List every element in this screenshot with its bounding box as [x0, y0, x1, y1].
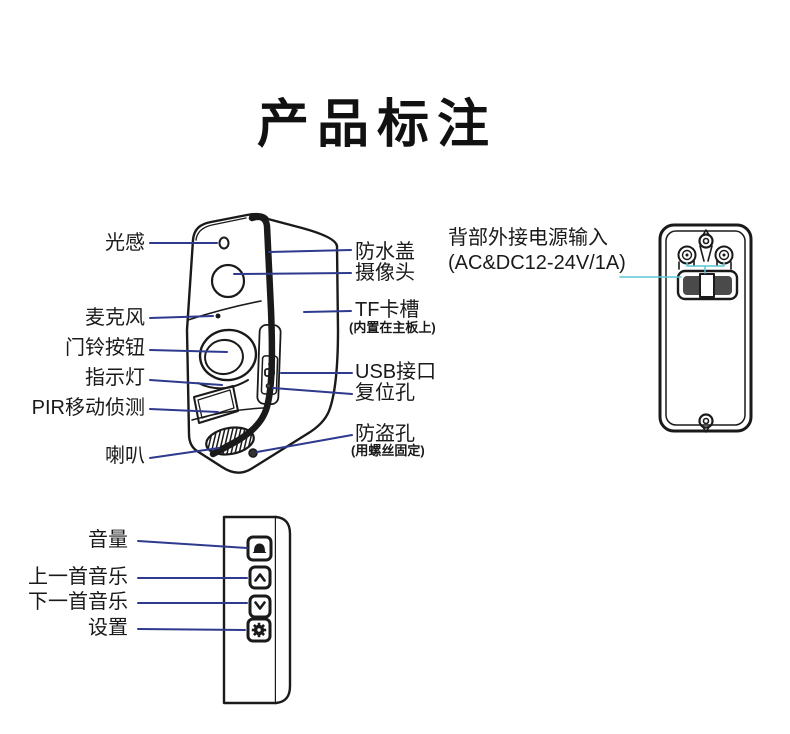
waterproof-cover-leader-line	[268, 249, 352, 253]
bell-icon	[252, 543, 267, 553]
terminal-bracket-lines	[678, 245, 732, 270]
top-screw-notch	[702, 229, 710, 236]
front-view-drawing	[185, 212, 340, 474]
label-next-music: 下一首音乐	[28, 591, 128, 613]
label-reset-hole: 复位孔	[355, 382, 415, 404]
label-light-sensor: 光感	[105, 232, 145, 254]
label-previous-music: 上一首音乐	[28, 566, 128, 588]
label-usb-port: USB接口	[355, 361, 437, 383]
power-connector-key	[699, 273, 715, 298]
terminal-cyan-bracket	[686, 262, 725, 274]
gear-icon	[251, 622, 267, 638]
label-anti-theft-hole: 防盗孔	[355, 423, 415, 445]
side-view-drawing	[222, 515, 292, 705]
front-face-inner-edge	[195, 217, 247, 241]
doorbell-button-leader-line	[149, 349, 228, 353]
top-screw-hole-center	[702, 237, 710, 245]
top-screw-hole	[698, 233, 714, 249]
leader-lines	[137, 242, 682, 631]
label-doorbell-button: 门铃按钮	[65, 337, 145, 359]
settings-leader-line	[137, 628, 246, 631]
previous-button-drawing	[248, 565, 272, 590]
label-tf-card-slot: TF卡槽	[355, 299, 420, 321]
back-plate-inner	[665, 230, 746, 426]
down-arrow-icon	[254, 601, 266, 610]
tf-card-slot-leader-line	[303, 310, 352, 313]
label-microphone: 麦克风	[85, 307, 145, 329]
usb-panel-inner	[260, 355, 279, 395]
microphone-leader-line	[149, 315, 214, 319]
settings-button-drawing	[246, 617, 272, 643]
label-speaker: 喇叭	[105, 445, 145, 467]
speaker-grille	[205, 426, 255, 456]
pir-window-outer	[193, 385, 239, 424]
label-indicator-light: 指示灯	[85, 367, 145, 389]
bottom-screw-notch	[702, 426, 710, 433]
usb-connector	[264, 368, 275, 377]
light-sensor-dot	[218, 236, 230, 250]
device-body-outline	[185, 212, 340, 474]
label-rear-power-input: 背部外接电源输入 (AC&DC12-24V/1A)	[448, 226, 626, 276]
rear-power-input-line1: 背部外接电源输入	[448, 227, 608, 249]
reset-hole-dot	[265, 383, 272, 389]
bottom-screw-hole-center	[702, 417, 710, 425]
doorbell-button-outer-ring	[198, 328, 258, 382]
volume-leader-line	[137, 540, 248, 549]
camera-lens-circle	[210, 263, 246, 299]
label-pir-motion-detection: PIR移动侦测	[31, 397, 145, 419]
indicator-light-leader-line	[149, 379, 223, 386]
waterproof-cover-band	[209, 213, 276, 458]
label-tf-card-slot-note: (内置在主板上)	[349, 320, 436, 335]
bottom-screw-hole	[698, 413, 714, 429]
doorbell-button-inner	[204, 338, 244, 376]
next-button-drawing	[248, 594, 272, 619]
power-connector-outer	[676, 269, 739, 301]
chin-edge-line	[191, 407, 264, 421]
anti-theft-screw-hole	[248, 448, 258, 458]
pir-leader-line	[149, 408, 219, 413]
speaker-leader-line	[149, 447, 220, 459]
rear-power-input-line2: (AC&DC12-24V/1A)	[448, 252, 626, 274]
page-title: 产品标注	[257, 96, 498, 154]
volume-button-drawing	[246, 535, 273, 562]
label-camera: 摄像头	[355, 262, 415, 284]
side-front-edge	[274, 515, 292, 705]
terminal-right-ring	[718, 249, 730, 261]
back-plate-outer	[658, 223, 753, 433]
label-settings: 设置	[88, 617, 128, 639]
terminal-right-dot	[722, 253, 726, 257]
label-anti-theft-hole-note: (用螺丝固定)	[351, 443, 425, 458]
panel-led-dot	[268, 362, 271, 366]
camera-leader-line	[233, 272, 352, 275]
face-seam-line	[187, 300, 262, 321]
label-waterproof-cover: 防水盖	[355, 241, 415, 263]
up-arrow-icon	[254, 573, 266, 582]
back-view-drawing	[658, 223, 753, 433]
microphone-dot	[215, 313, 221, 319]
reset-hole-leader-line	[272, 387, 353, 395]
terminal-left-dot	[685, 253, 689, 257]
side-panel-cover	[256, 323, 282, 406]
label-volume: 音量	[88, 529, 128, 551]
terminal-left-ring	[681, 249, 693, 261]
anti-theft-leader-line	[256, 434, 353, 453]
